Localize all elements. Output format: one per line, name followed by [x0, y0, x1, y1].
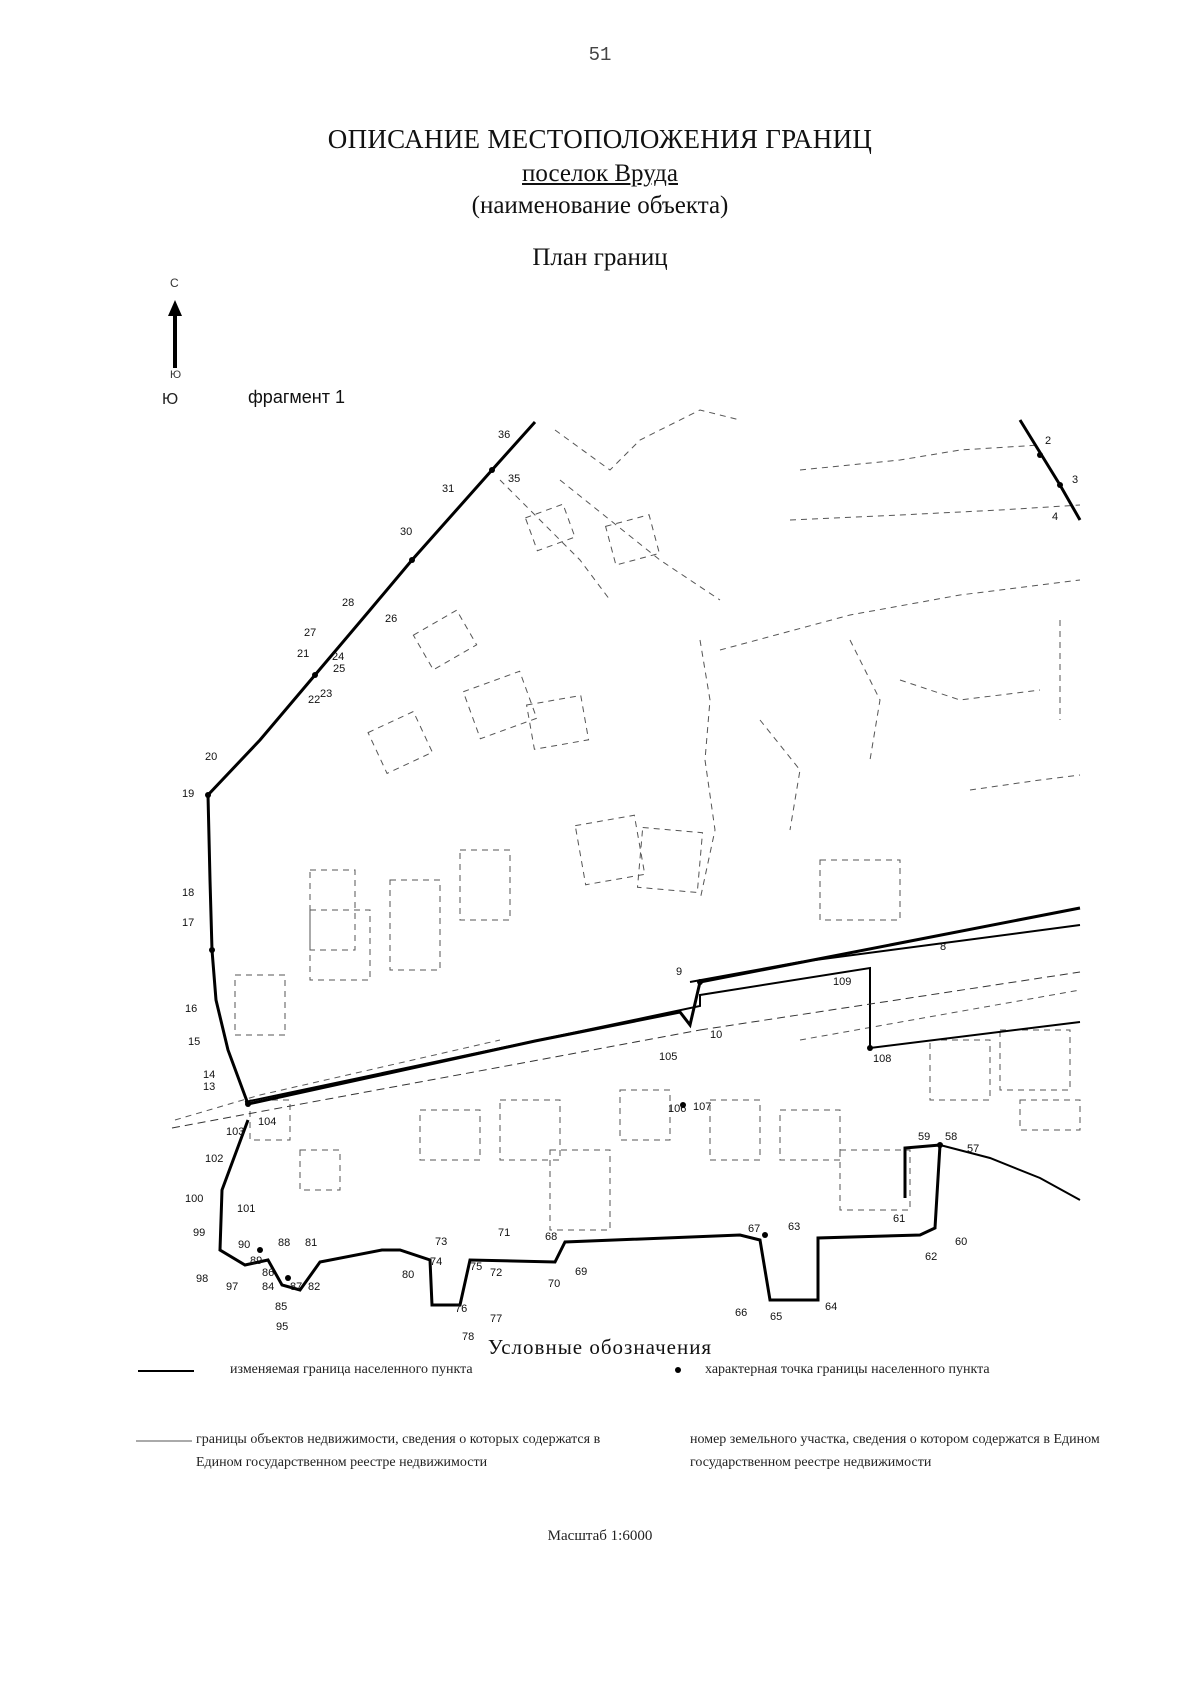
point-label: 62	[925, 1251, 937, 1263]
point-label: 85	[275, 1301, 287, 1313]
cadastral-parcels	[174, 409, 1081, 1231]
point-label: 9	[676, 966, 682, 978]
north-arrow-icon	[168, 300, 182, 368]
point-label: 78	[462, 1331, 474, 1343]
point-label: 88	[278, 1237, 290, 1249]
point-label: 73	[435, 1236, 447, 1248]
point-label: 31	[442, 483, 454, 495]
point-label: 23	[320, 688, 332, 700]
point-label: 3	[1072, 474, 1078, 486]
access-road-line	[939, 1144, 1081, 1201]
compass-south-label: Ю	[170, 369, 182, 381]
point-label: 35	[508, 473, 520, 485]
point-label: 8	[940, 941, 946, 953]
point-label: 102	[205, 1153, 223, 1165]
map-scale: Масштаб 1:6000	[547, 1528, 653, 1544]
point-label: 64	[825, 1301, 837, 1313]
point-label: 105	[659, 1051, 677, 1063]
point-label: 14	[203, 1069, 215, 1081]
point-label: 26	[385, 613, 397, 625]
legend-item-property-boundaries: границы объектов недвижимости, сведения …	[196, 1432, 601, 1470]
point-label: 59	[918, 1131, 930, 1143]
point-label: 27	[304, 627, 316, 639]
characteristic-points	[205, 452, 1063, 1281]
point-label: 21	[297, 648, 309, 660]
legend-item-changed-boundary: изменяемая граница населенного пункта	[230, 1362, 473, 1377]
point-label: 75	[470, 1261, 482, 1273]
point-label: 101	[237, 1203, 255, 1215]
point-label: 25	[333, 663, 345, 675]
point-label: 103	[226, 1126, 244, 1138]
point-label: 20	[205, 751, 217, 763]
fragment-label: фрагмент 1	[248, 387, 345, 407]
road-dashline	[171, 971, 1081, 1129]
point-label: 68	[545, 1231, 557, 1243]
point-label: 71	[498, 1227, 510, 1239]
point-label: 67	[748, 1223, 760, 1235]
page-number: 51	[588, 44, 612, 66]
point-label: 74	[430, 1256, 442, 1268]
point-label: 100	[185, 1193, 203, 1205]
point-label: 99	[193, 1227, 205, 1239]
characteristic-point-icon	[675, 1367, 681, 1373]
point-label: 109	[833, 976, 851, 988]
point-labels: 2 3 4 8 9 10 13 14 15 16 17 18 19 20 21 …	[182, 429, 1078, 1343]
plan-title: План границ	[532, 244, 668, 271]
point-label: 86	[262, 1267, 274, 1279]
object-name: поселок Вруда	[0, 160, 1200, 188]
point-label: 17	[182, 917, 194, 929]
point-label: 84	[262, 1281, 274, 1293]
point-label: 69	[575, 1266, 587, 1278]
point-label: 95	[276, 1321, 288, 1333]
point-label: 61	[893, 1213, 905, 1225]
point-label: 97	[226, 1281, 238, 1293]
point-label: 66	[735, 1307, 747, 1319]
point-label: 80	[402, 1269, 414, 1281]
point-label: 30	[400, 526, 412, 538]
object-caption: (наименование объекта)	[471, 192, 729, 219]
compass-north-label: С	[170, 276, 179, 290]
legend-item-parcel-number: номер земельного участка, сведения о кот…	[690, 1432, 1100, 1470]
point-label: 36	[498, 429, 510, 441]
point-label: 10	[710, 1029, 722, 1041]
point-label: 82	[308, 1281, 320, 1293]
point-label: 22	[308, 694, 320, 706]
point-label: 90	[238, 1239, 250, 1251]
point-label: 108	[873, 1053, 891, 1065]
point-label: 28	[342, 597, 354, 609]
point-label: 76	[455, 1303, 467, 1315]
point-label: 16	[185, 1003, 197, 1015]
point-label: 2	[1045, 435, 1051, 447]
object-name-text: поселок Вруда	[522, 160, 678, 187]
settlement-boundary	[206, 419, 1082, 1307]
point-label: 70	[548, 1278, 560, 1290]
legend-item-characteristic-point: характерная точка границы населенного пу…	[705, 1362, 990, 1377]
point-label: 77	[490, 1313, 502, 1325]
point-label: 81	[305, 1237, 317, 1249]
point-label: 65	[770, 1311, 782, 1323]
point-label: 18	[182, 887, 194, 899]
point-label: 19	[182, 788, 194, 800]
point-label: 60	[955, 1236, 967, 1248]
point-label: 4	[1052, 511, 1058, 523]
point-label: 98	[196, 1273, 208, 1285]
point-label: 104	[258, 1116, 276, 1128]
point-label: 57	[967, 1143, 979, 1155]
legend-title: Условные обозначения	[487, 1335, 713, 1359]
point-label: 89	[250, 1255, 262, 1267]
point-label: 63	[788, 1221, 800, 1233]
point-label: 107	[693, 1101, 711, 1113]
point-label: 72	[490, 1267, 502, 1279]
point-label: 58	[945, 1131, 957, 1143]
property-boundary-symbol	[136, 1440, 192, 1442]
fragment-prefix: Ю	[162, 391, 179, 408]
point-label: 87	[290, 1281, 302, 1293]
changed-boundary-symbol	[138, 1370, 194, 1372]
point-label: 13	[203, 1081, 215, 1093]
point-label: 106	[668, 1103, 686, 1115]
document-title: ОПИСАНИЕ МЕСТОПОЛОЖЕНИЯ ГРАНИЦ	[327, 124, 873, 154]
point-label: 15	[188, 1036, 200, 1048]
point-label: 24	[332, 651, 344, 663]
